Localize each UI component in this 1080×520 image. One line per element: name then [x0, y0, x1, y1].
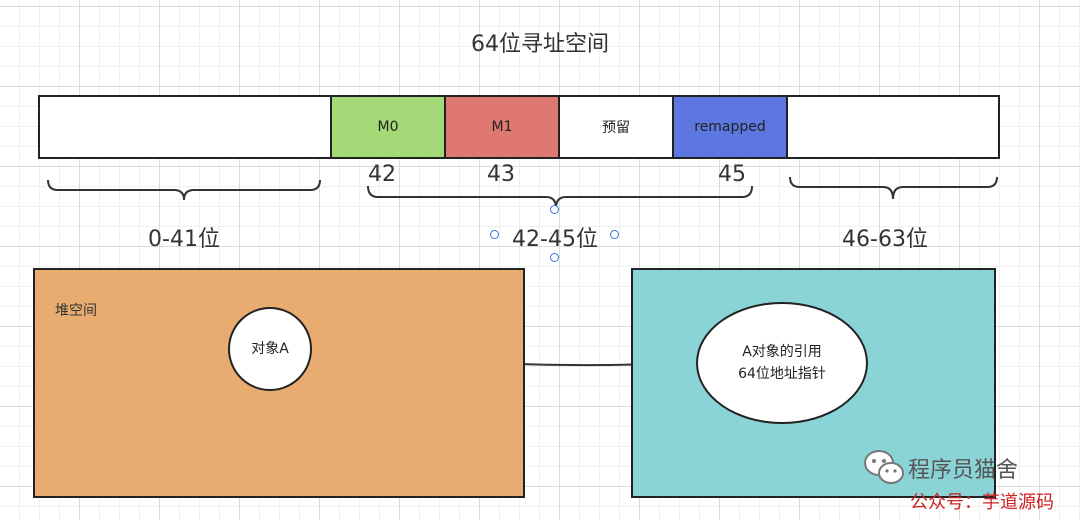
watermark-title: 程序员猫舍 — [908, 458, 1019, 483]
segment-m0-label: M0 — [377, 119, 399, 135]
segment-m1-label: M1 — [491, 119, 513, 135]
selection-handle-left[interactable] — [490, 230, 499, 239]
brace-46-63 — [789, 176, 998, 200]
segment-m0: M0 — [330, 95, 446, 159]
range-label-46-63: 46-63位 — [842, 227, 928, 252]
object-a-label: 对象A — [251, 341, 289, 357]
segment-remapped: remapped — [672, 95, 788, 159]
reference-node: A对象的引用 64位地址指针 — [696, 302, 868, 424]
reference-label-line1: A对象的引用 — [742, 344, 822, 360]
segment-remapped-label: remapped — [694, 119, 766, 135]
reference-label-line2: 64位地址指针 — [738, 366, 826, 382]
wechat-icon — [864, 450, 904, 484]
bit-number-43: 43 — [487, 162, 515, 187]
selection-handle-bottom[interactable] — [550, 253, 559, 262]
bit-number-45: 45 — [718, 162, 746, 187]
selection-handle-top[interactable] — [550, 205, 559, 214]
selection-handle-right[interactable] — [610, 230, 619, 239]
segment-m1: M1 — [444, 95, 560, 159]
heap-space-label: 堆空间 — [55, 303, 97, 319]
bit-number-42: 42 — [368, 162, 396, 187]
watermark-subtitle: 公众号：芋道源码 — [910, 492, 1054, 513]
diagram-title: 64位寻址空间 — [471, 32, 609, 57]
segment-reserved-label: 预留 — [602, 120, 630, 136]
brace-42-45 — [367, 185, 753, 209]
range-label-42-45: 42-45位 — [512, 227, 598, 252]
brace-0-41 — [47, 179, 321, 201]
range-label-0-41: 0-41位 — [148, 227, 220, 252]
object-a-node: 对象A — [228, 307, 312, 391]
